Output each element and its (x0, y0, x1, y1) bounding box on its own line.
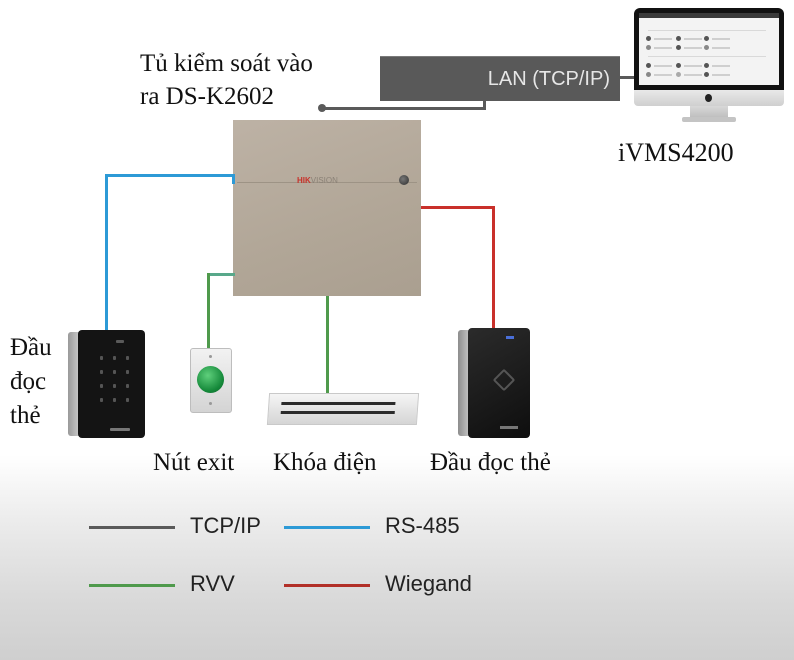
rvv-wire-exit-horizontal (207, 273, 235, 276)
rfid-card-reader (458, 328, 530, 438)
rs485-wire-stub (232, 174, 235, 184)
rfid-reader-label: Đầu đọc thẻ (430, 449, 551, 476)
maglock-label: Khóa điện (273, 449, 377, 476)
electromagnetic-lock (266, 393, 420, 425)
legend-swatch-rvv (89, 584, 175, 587)
legend-label-rvv: RVV (190, 571, 235, 596)
access-controller-ds-k2602: HIKVISION (233, 120, 421, 296)
monitor-screen (639, 13, 779, 85)
wiegand-wire-vertical (492, 206, 495, 330)
tcpip-wire (322, 107, 485, 110)
ivms4200-monitor (634, 8, 784, 128)
legend-swatch-wiegand (284, 584, 370, 587)
hikvision-logo: HIKVISION (297, 176, 338, 185)
rvv-wire-exit-vertical (207, 273, 210, 349)
lan-tcpip-bar: LAN (TCP/IP) (380, 56, 620, 101)
rs485-wire-horizontal (105, 174, 235, 177)
tcpip-wire-riser (483, 100, 486, 110)
green-push-button-icon (197, 366, 224, 393)
exit-button-label: Nút exit (153, 449, 235, 476)
rs485-wire-vertical (105, 174, 108, 332)
legend-label-rs485: RS-485 (385, 513, 460, 538)
keypad-reader-label-line2: đọc (10, 368, 47, 395)
keypad-reader-label-line1: Đầu (10, 334, 52, 361)
rvv-wire-maglock (326, 296, 329, 394)
legend-swatch-rs485 (284, 526, 370, 529)
cabinet-lock-icon (399, 175, 409, 185)
card-tap-icon (492, 368, 516, 392)
controller-label-line2: ra DS-K2602 (140, 83, 275, 110)
keypad-reader-label-line3: thẻ (10, 402, 41, 429)
legend-label-tcpip: TCP/IP (190, 513, 261, 538)
lan-to-monitor-wire (620, 76, 636, 79)
controller-label-line1: Tủ kiểm soát vào (140, 50, 313, 77)
wiegand-wire-horizontal (421, 206, 495, 209)
apple-logo-icon (705, 94, 712, 102)
legend-swatch-tcpip (89, 526, 175, 529)
ivms4200-label: iVMS4200 (618, 138, 734, 167)
keypad-card-reader (68, 330, 145, 438)
lan-label: LAN (TCP/IP) (487, 68, 610, 90)
exit-button-device (190, 348, 232, 413)
legend-label-wiegand: Wiegand (385, 571, 472, 596)
tcpip-wire-dot (318, 104, 326, 112)
